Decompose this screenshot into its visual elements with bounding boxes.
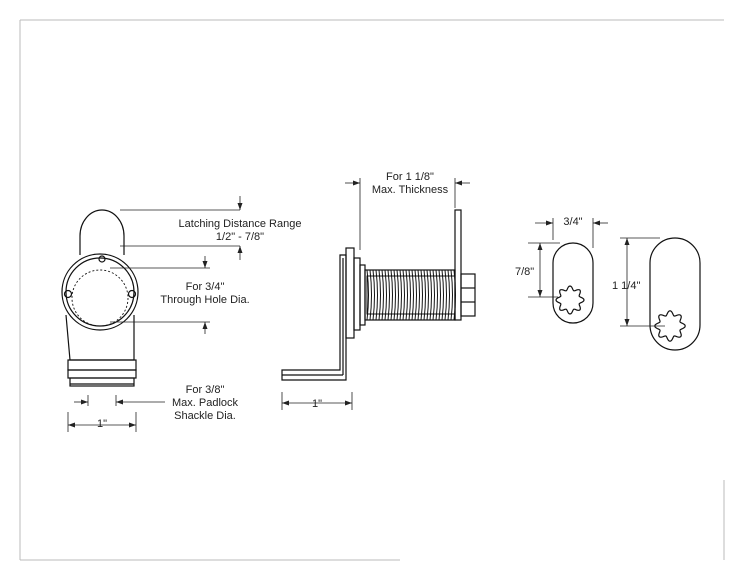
front-view-arrowheads — [282, 180, 462, 406]
cam-keyway-small — [555, 285, 585, 315]
shaft-threads — [366, 269, 456, 321]
latching-distance-range: 1/2" - 7/8" — [215, 231, 265, 243]
thread-lines — [366, 269, 456, 321]
through-hole-dia-label: Through Hole Dia. — [160, 294, 250, 306]
hasp-front-view — [281, 209, 476, 381]
cutout-arrowheads — [537, 220, 630, 326]
side-view-arrowheads — [68, 203, 243, 428]
cutout-large — [649, 237, 701, 351]
hasp-side-view — [61, 209, 139, 387]
side-width-label: 1" — [96, 418, 108, 430]
cutout-small-width-label: 3/4" — [563, 216, 583, 228]
through-hole-label: For 3/4" — [185, 281, 225, 293]
cutout-large-height-label: 1 1/4" — [612, 280, 641, 292]
sheet-frame — [19, 19, 725, 561]
cutout-small-height-label: 7/8" — [515, 266, 535, 278]
shaft-core — [366, 275, 456, 315]
front-width-label: 1" — [311, 398, 323, 410]
thickness-max-label: Max. Thickness — [371, 184, 449, 196]
padlock-shackle-label: Shackle Dia. — [174, 410, 236, 422]
padlock-label: For 3/8" — [185, 384, 225, 396]
cutout-dimensions — [528, 218, 665, 327]
cutout-small — [552, 242, 594, 324]
thickness-label: For 1 1/8" — [386, 171, 434, 183]
latching-distance-label: Latching Distance Range — [178, 218, 302, 230]
padlock-max-label: Max. Padlock — [171, 397, 239, 409]
